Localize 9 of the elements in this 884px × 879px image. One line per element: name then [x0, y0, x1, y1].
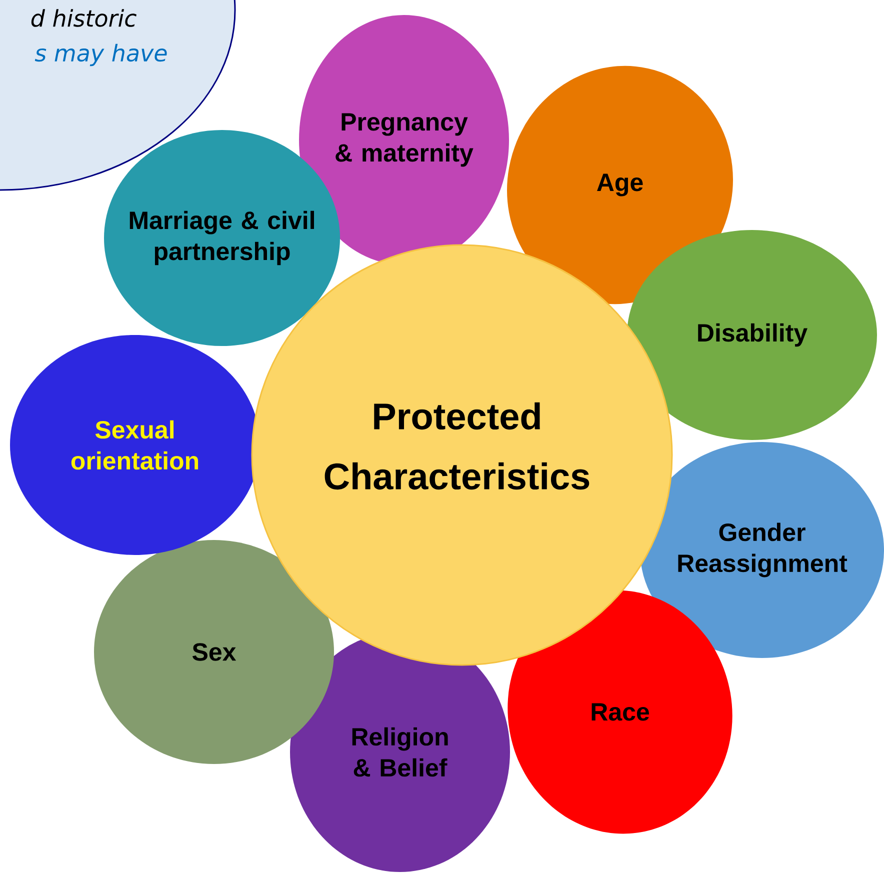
petal: Sex [94, 540, 334, 764]
petal: Gender Reassignment [640, 442, 884, 658]
speech-bubble [0, 0, 236, 191]
bubble-text: d historic [31, 9, 136, 27]
petal: Sexual orientation [10, 335, 260, 555]
petal: Race [508, 590, 732, 834]
petal: Age [507, 66, 733, 304]
petal: Disability [627, 230, 877, 440]
bubble-text: s may have [34, 44, 167, 66]
